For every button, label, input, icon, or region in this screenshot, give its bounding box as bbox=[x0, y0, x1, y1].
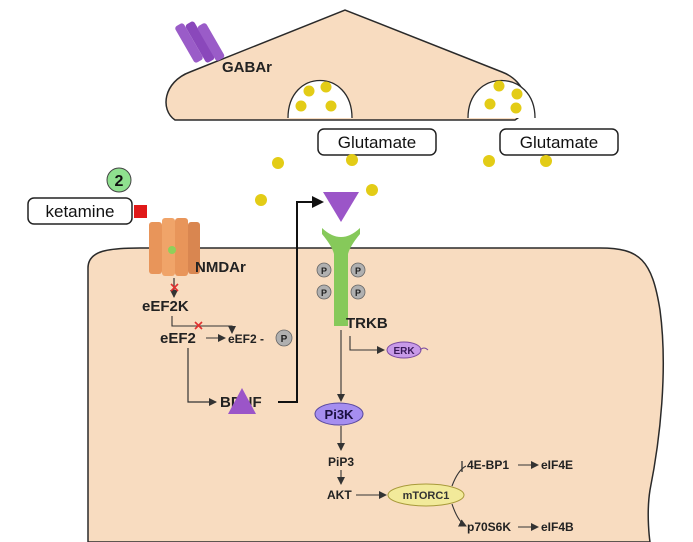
svg-text:P: P bbox=[355, 288, 361, 298]
glutamate-label-box-left: Glutamate bbox=[317, 128, 437, 156]
ligand-triangle-icon bbox=[323, 192, 359, 222]
inhibition-x-icon bbox=[194, 321, 203, 330]
step-marker-number: 2 bbox=[115, 173, 124, 190]
pip3-label: PiP3 bbox=[328, 455, 354, 469]
glutamate-vesicle-dot bbox=[511, 88, 523, 100]
svg-text:P: P bbox=[321, 266, 327, 276]
glutamate-vesicle-dot bbox=[303, 85, 315, 97]
nmdar-label: NMDAr bbox=[195, 259, 246, 276]
svg-text:P: P bbox=[355, 266, 361, 276]
gabar-receptor-icon bbox=[175, 21, 225, 63]
mtorc1-label: mTORC1 bbox=[403, 490, 450, 502]
glutamate-vesicle-dot bbox=[320, 81, 332, 93]
vesicle-right bbox=[467, 80, 536, 119]
svg-text:P: P bbox=[321, 288, 327, 298]
eef2k-label: eEF2K bbox=[142, 298, 189, 315]
ketamine-label-box: ketamine bbox=[27, 197, 133, 225]
eif4e-label: eIF4E bbox=[541, 458, 573, 472]
trkb-receptor-icon: P P P P bbox=[316, 228, 366, 326]
glutamate-vesicle-dot bbox=[493, 80, 505, 92]
glutamate-label-box-right: Glutamate bbox=[499, 128, 619, 156]
nmda-receptor-icon bbox=[149, 218, 200, 276]
phospho-badge: P bbox=[350, 284, 366, 300]
ketamine-block-icon bbox=[134, 205, 147, 218]
pi3k-node: Pi3K bbox=[314, 402, 364, 426]
phospho-badge: P bbox=[316, 284, 332, 300]
svg-text:P: P bbox=[281, 334, 288, 345]
ketamine-label: ketamine bbox=[46, 202, 115, 221]
eef2-p-label: eEF2 - bbox=[228, 332, 264, 346]
akt-label: AKT bbox=[327, 488, 352, 502]
step-marker: 2 bbox=[106, 167, 132, 193]
mtorc1-node: mTORC1 bbox=[387, 483, 465, 507]
glutamate-vesicle-dot bbox=[295, 100, 307, 112]
phospho-badge: P bbox=[316, 262, 332, 278]
eif4b-label: eIF4B bbox=[541, 520, 574, 534]
bdnf-ligand-icon bbox=[228, 388, 256, 414]
inhibition-x-icon bbox=[170, 283, 179, 292]
p70s6k-label: p70S6K bbox=[467, 520, 511, 534]
phospho-badge: P bbox=[350, 262, 366, 278]
glutamate-vesicle-dot bbox=[484, 98, 496, 110]
phospho-badge: P bbox=[275, 329, 293, 347]
glutamate-vesicle-dot bbox=[510, 102, 522, 114]
glutamate-label-right: Glutamate bbox=[520, 133, 598, 152]
vesicle-left bbox=[287, 80, 353, 119]
postsynaptic-cell bbox=[87, 247, 665, 542]
pi3k-label: Pi3K bbox=[325, 407, 355, 422]
erk-node: ERK bbox=[386, 341, 429, 359]
ebp1-label: 4E-BP1 bbox=[467, 458, 509, 472]
erk-label: ERK bbox=[393, 346, 415, 357]
glutamate-vesicle-dot bbox=[325, 100, 337, 112]
released-glutamate bbox=[255, 154, 552, 206]
trkb-label: TRKB bbox=[346, 315, 388, 332]
eef2-label: eEF2 bbox=[160, 330, 196, 347]
glutamate-label-left: Glutamate bbox=[338, 133, 416, 152]
gabar-label: GABAr bbox=[222, 59, 272, 76]
